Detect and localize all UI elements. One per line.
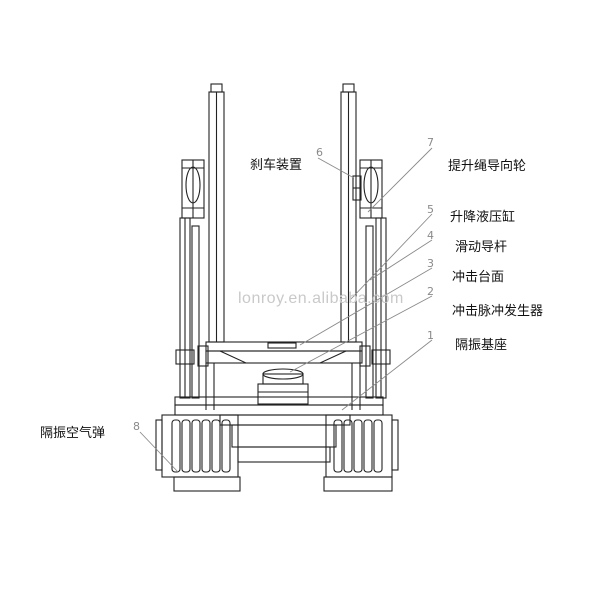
- leader-line-8: [139, 431, 179, 473]
- label-impact-table: 冲击台面: [452, 270, 505, 285]
- leader-line-5: [349, 213, 433, 301]
- right-air-spring-group: [323, 414, 399, 492]
- label-lifting-hydraulic-cylinder: 升降液压缸: [450, 210, 516, 225]
- component-number-1: 1: [427, 329, 434, 342]
- leader-line-4: [369, 239, 433, 281]
- left-hydraulic-cylinder: [175, 217, 200, 399]
- frame: [205, 363, 361, 410]
- component-number-4: 4: [427, 229, 434, 242]
- left-guide-wheel: [181, 159, 205, 219]
- impact-table: [197, 341, 371, 367]
- right-guide-wheel: [359, 159, 383, 219]
- component-number-5: 5: [427, 203, 434, 216]
- label-sliding-guide-rod: 滑动导杆: [455, 240, 508, 255]
- left-air-spring-group: [155, 414, 241, 492]
- component-number-7: 7: [427, 136, 434, 149]
- leader-line-1: [341, 339, 433, 411]
- component-number-2: 2: [427, 285, 434, 298]
- brake-device: [352, 175, 362, 201]
- watermark: lonroy.en.alibaba.com: [238, 290, 404, 307]
- leader-line-6: [317, 157, 355, 179]
- label-brake-device: 刹车装置: [250, 158, 303, 173]
- label-lifting-rope-guide-wheel: 提升绳导向轮: [448, 159, 527, 174]
- impact-pulse-generator: [257, 368, 309, 405]
- label-isolation-base: 隔振基座: [455, 338, 508, 353]
- left-guide-post: [208, 83, 225, 343]
- leader-line-7: [367, 147, 433, 213]
- right-hydraulic-cylinder: [365, 217, 391, 399]
- isolation-base: [174, 396, 384, 463]
- leader-line-2: [289, 295, 433, 373]
- component-number-8: 8: [133, 420, 140, 433]
- component-number-6: 6: [316, 146, 323, 159]
- component-number-3: 3: [427, 257, 434, 270]
- label-isolation-air-spring: 隔振空气弹: [40, 426, 106, 441]
- label-impact-pulse-generator: 冲击脉冲发生器: [452, 304, 544, 319]
- leader-line-3: [299, 267, 433, 346]
